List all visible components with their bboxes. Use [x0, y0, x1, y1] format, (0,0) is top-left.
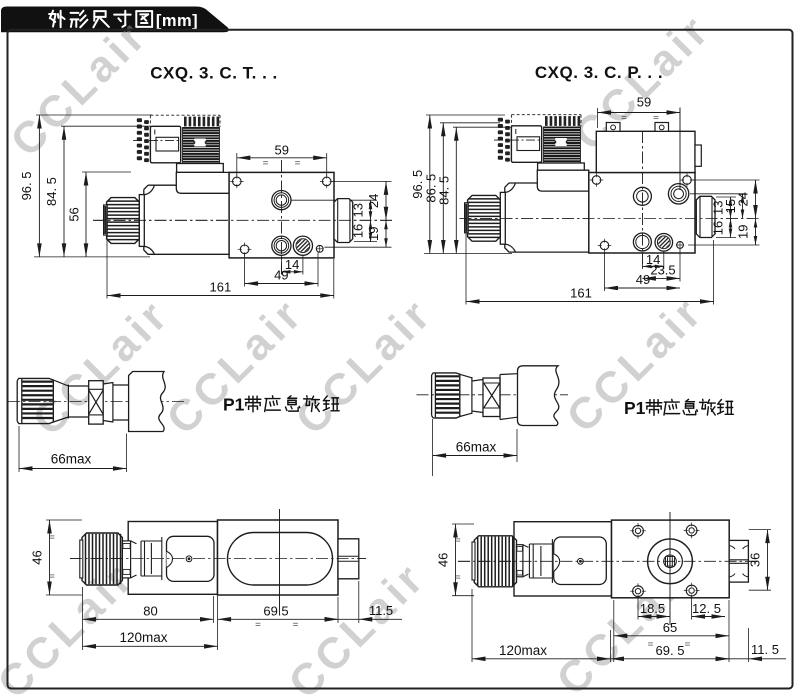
svg-text:CXQ. 3. C. P. . .: CXQ. 3. C. P. . .	[535, 63, 663, 82]
svg-text:11. 5: 11. 5	[751, 642, 779, 657]
svg-text:56: 56	[67, 207, 82, 221]
svg-text:14: 14	[285, 257, 299, 272]
svg-text:80: 80	[143, 603, 157, 618]
svg-text:24: 24	[736, 192, 751, 206]
svg-text:86. 5: 86. 5	[423, 174, 438, 203]
svg-text:49: 49	[636, 272, 650, 287]
svg-text:161: 161	[570, 286, 592, 301]
svg-text:69. 5: 69. 5	[656, 643, 685, 658]
svg-text:19: 19	[736, 225, 751, 239]
svg-text:65: 65	[663, 620, 677, 635]
svg-text:46: 46	[436, 553, 451, 567]
svg-text:12. 5: 12. 5	[692, 601, 721, 616]
svg-text:15: 15	[723, 199, 738, 213]
svg-text:23.5: 23.5	[650, 262, 675, 277]
svg-text:36: 36	[748, 553, 763, 567]
svg-text:14: 14	[646, 252, 660, 267]
svg-text:11.5: 11.5	[369, 603, 393, 618]
svg-text:96. 5: 96. 5	[410, 170, 425, 199]
svg-text:161: 161	[210, 280, 232, 295]
svg-text:84. 5: 84. 5	[44, 177, 59, 206]
svg-text:59: 59	[637, 95, 651, 110]
svg-text:13: 13	[351, 203, 366, 217]
svg-text:96. 5: 96. 5	[19, 171, 34, 200]
svg-text:P1: P1	[223, 395, 245, 415]
svg-text:66max: 66max	[51, 452, 92, 467]
svg-text:49: 49	[274, 268, 288, 283]
svg-text:16: 16	[711, 221, 726, 235]
svg-text:[mm]: [mm]	[156, 12, 198, 30]
svg-text:69.5: 69.5	[263, 603, 288, 618]
svg-text:120max: 120max	[119, 630, 167, 645]
svg-text:16: 16	[351, 224, 366, 238]
svg-text:CXQ. 3. C. T. . .: CXQ. 3. C. T. . .	[150, 64, 278, 83]
svg-text:24: 24	[366, 194, 381, 208]
svg-text:19: 19	[366, 227, 381, 241]
svg-text:P1: P1	[624, 398, 646, 418]
svg-text:18.5: 18.5	[640, 601, 665, 616]
svg-text:120max: 120max	[499, 643, 547, 658]
svg-text:66max: 66max	[456, 440, 497, 455]
svg-text:13: 13	[711, 201, 726, 215]
svg-text:46: 46	[30, 550, 45, 564]
svg-text:84. 5: 84. 5	[436, 176, 451, 205]
svg-text:59: 59	[275, 143, 289, 158]
